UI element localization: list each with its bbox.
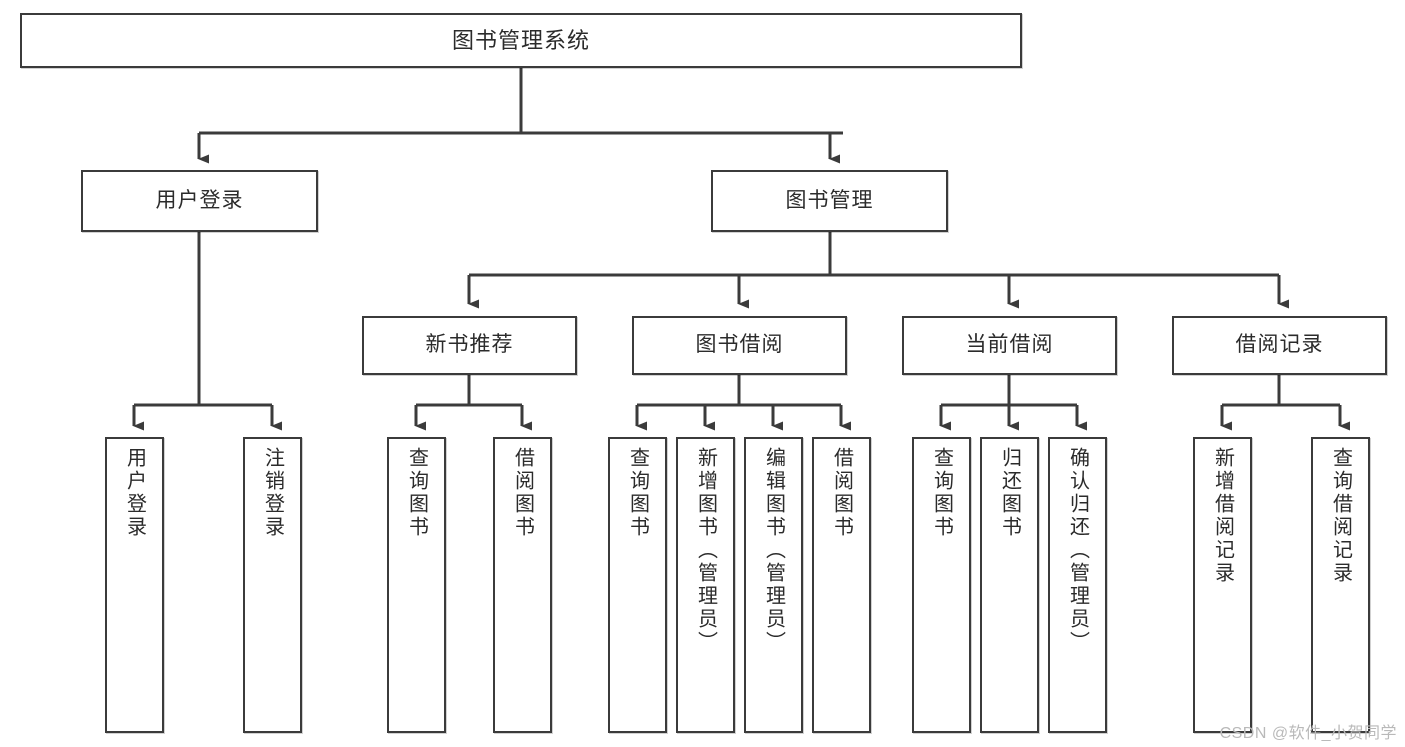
leaf-user-login-signin[interactable]: 用户登录	[105, 437, 164, 733]
node-label: 查询图书	[626, 447, 649, 539]
leaf-new-book-query[interactable]: 查询图书	[387, 437, 446, 733]
leaf-record-add-record[interactable]: 新增借阅记录	[1193, 437, 1252, 733]
node-label: 借阅图书	[511, 447, 534, 539]
node-label: 借阅图书	[830, 447, 853, 539]
leaf-borrow-edit-book-admin[interactable]: 编辑图书（管理员）	[744, 437, 803, 733]
node-label: 编辑图书（管理员）	[762, 447, 785, 654]
node-book-management[interactable]: 图书管理	[711, 170, 948, 232]
node-root-library-system[interactable]: 图书管理系统	[20, 13, 1022, 68]
node-label: 当前借阅	[965, 333, 1054, 357]
node-label: 查询图书	[405, 447, 428, 539]
leaf-current-confirm-return-admin[interactable]: 确认归还（管理员）	[1048, 437, 1107, 733]
node-label: 图书管理系统	[451, 27, 590, 53]
leaf-user-login-signout[interactable]: 注销登录	[243, 437, 302, 733]
node-new-book-recommend[interactable]: 新书推荐	[362, 316, 577, 375]
node-label: 确认归还（管理员）	[1066, 447, 1089, 654]
node-label: 新增借阅记录	[1211, 447, 1234, 585]
node-label: 新书推荐	[425, 333, 514, 357]
leaf-current-query-book[interactable]: 查询图书	[912, 437, 971, 733]
node-user-login[interactable]: 用户登录	[81, 170, 318, 232]
leaf-new-book-borrow[interactable]: 借阅图书	[493, 437, 552, 733]
csdn-watermark: CSDN @软件_小贺同学	[1219, 725, 1397, 742]
node-label: 查询借阅记录	[1329, 447, 1352, 585]
node-label: 图书管理	[785, 188, 874, 212]
node-label: 图书借阅	[695, 333, 784, 357]
node-borrow-record[interactable]: 借阅记录	[1172, 316, 1387, 375]
leaf-record-query-record[interactable]: 查询借阅记录	[1311, 437, 1370, 733]
node-book-borrow[interactable]: 图书借阅	[632, 316, 847, 375]
leaf-current-return-book[interactable]: 归还图书	[980, 437, 1039, 733]
node-label: 注销登录	[261, 447, 284, 539]
leaf-borrow-borrow-book[interactable]: 借阅图书	[812, 437, 871, 733]
leaf-borrow-add-book-admin[interactable]: 新增图书（管理员）	[676, 437, 735, 733]
node-current-borrow[interactable]: 当前借阅	[902, 316, 1117, 375]
node-label: 归还图书	[998, 447, 1021, 539]
node-label: 新增图书（管理员）	[694, 447, 717, 654]
node-label: 用户登录	[155, 188, 244, 212]
node-label: 借阅记录	[1235, 333, 1324, 357]
node-label: 用户登录	[123, 447, 146, 539]
node-label: 查询图书	[930, 447, 953, 539]
leaf-borrow-query-book[interactable]: 查询图书	[608, 437, 667, 733]
